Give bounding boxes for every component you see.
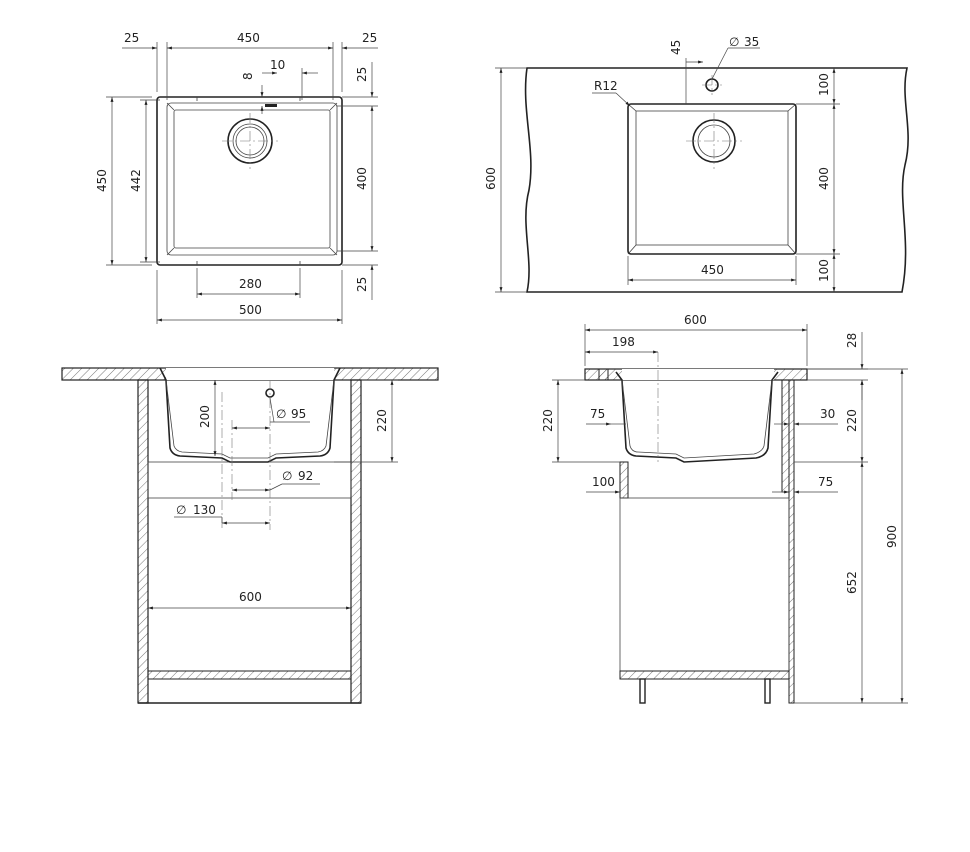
dim-top-top-25: 25 <box>355 67 369 82</box>
dim-front-pipe-130: 130 <box>193 503 216 517</box>
dim-countertop-bottom-100: 100 <box>817 259 831 282</box>
dim-top-offset-10: 10 <box>270 58 285 72</box>
dim-front-height-220: 220 <box>375 409 389 432</box>
dim-tap-diameter-symbol: ∅ <box>729 35 739 49</box>
dim-top-width-inner: 450 <box>237 31 260 45</box>
dim-top-width-500: 500 <box>239 303 262 317</box>
dim-countertop-mid-400: 400 <box>817 167 831 190</box>
dim-corner-radius: R12 <box>594 79 618 93</box>
dim-side-panel-100: 100 <box>592 475 615 489</box>
dim-side-width-600: 600 <box>684 313 707 327</box>
dim-side-bowl-220-left: 220 <box>541 409 555 432</box>
front-view: 200 ∅ 95 220 ∅ 92 ∅ 130 600 <box>61 367 439 704</box>
dim-front-drain-95: 95 <box>291 407 306 421</box>
dim-side-flange-75: 75 <box>590 407 605 421</box>
dim-top-margin-right: 25 <box>362 31 377 45</box>
dim-top-offset-8: 8 <box>241 72 255 80</box>
dim-top-bottom-25: 25 <box>355 277 369 292</box>
dim-side-height-652: 652 <box>845 571 859 594</box>
dim-top-inner-400: 400 <box>355 167 369 190</box>
dim-side-panel-75: 75 <box>818 475 833 489</box>
dim-side-height-900: 900 <box>885 525 899 548</box>
dim-side-offset-198: 198 <box>612 335 635 349</box>
dim-side-flange-30: 30 <box>820 407 835 421</box>
dim-front-cabinet-600: 600 <box>239 590 262 604</box>
dim-top-height-outer: 450 <box>95 169 109 192</box>
dim-front-drain-92-symbol: ∅ <box>282 469 292 483</box>
dim-front-drain-95-symbol: ∅ <box>276 407 286 421</box>
dim-countertop-top-100: 100 <box>817 73 831 96</box>
dim-top-height-inner: 442 <box>129 169 143 192</box>
dim-tap-diameter: 35 <box>744 35 759 49</box>
dim-side-bowl-220-right: 220 <box>845 409 859 432</box>
dim-top-margin-left: 25 <box>124 31 139 45</box>
dim-top-width-280: 280 <box>239 277 262 291</box>
dim-front-pipe-130-symbol: ∅ <box>176 503 186 517</box>
dim-tap-offset: 45 <box>669 40 683 55</box>
side-view: 600 198 28 220 75 30 220 100 75 <box>541 313 908 704</box>
dim-side-thick-28: 28 <box>845 333 859 348</box>
dim-front-drain-92: 92 <box>298 469 313 483</box>
countertop-view: ∅ 35 45 R12 600 100 400 100 450 <box>484 35 909 293</box>
dim-countertop-bowl: 450 <box>701 263 724 277</box>
dim-front-depth-200: 200 <box>198 405 212 428</box>
top-view: 25 450 25 10 8 25 400 25 450 442 280 500 <box>95 31 378 324</box>
dim-countertop-depth: 600 <box>484 167 498 190</box>
